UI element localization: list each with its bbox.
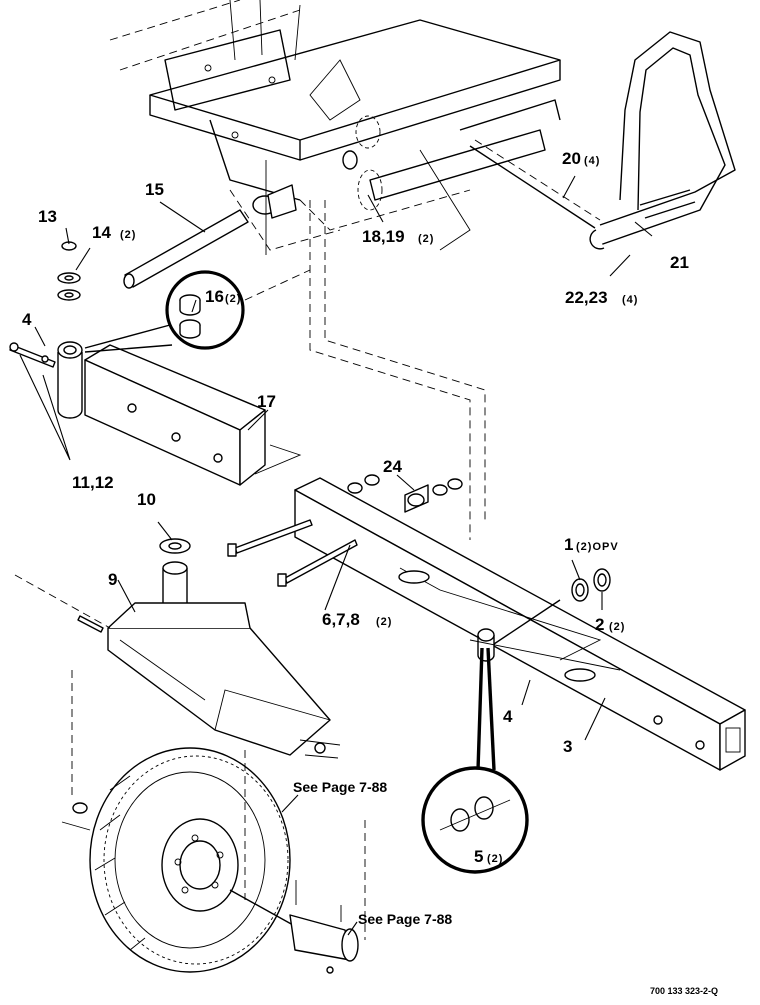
callout-10: 10	[137, 490, 156, 509]
baler-frame	[109, 0, 561, 301]
callout-6-7-8: 6,7,8	[322, 610, 360, 629]
mounting-bolts	[227, 474, 463, 587]
callout-15: 15	[145, 180, 164, 199]
page-references: See Page 7-88 See Page 7-88 700 133 323-…	[293, 779, 718, 996]
drawing-number: 700 133 323-2-Q	[650, 986, 718, 996]
axle-tube	[294, 477, 746, 771]
callout-1-qty: (2)OPV	[576, 541, 619, 553]
callout-24: 24	[383, 457, 402, 476]
callout-9: 9	[108, 570, 117, 589]
callout-5: 5	[474, 847, 483, 866]
callout-18-19-qty: (2)	[418, 233, 434, 245]
wheel-assembly	[61, 670, 366, 974]
callout-18-19: 18,19	[362, 227, 405, 246]
callout-6-7-8-qty: (2)	[376, 616, 392, 628]
callout-14: 14	[92, 223, 111, 242]
bushing-detail	[84, 270, 245, 353]
callout-22-23-qty: (4)	[622, 294, 638, 306]
callout-17: 17	[257, 392, 276, 411]
callout-14-qty: (2)	[120, 229, 136, 241]
pivot-pin	[123, 160, 297, 289]
callout-20-qty: (4)	[584, 155, 600, 167]
leader-lines	[19, 175, 653, 936]
callout-4-upper: 4	[22, 310, 32, 329]
caster-spindle	[14, 538, 341, 759]
callout-20: 20	[562, 149, 581, 168]
callout-21: 21	[670, 253, 689, 272]
callout-13: 13	[38, 207, 57, 226]
callout-16: 16	[205, 287, 224, 306]
hardware-bolt-nut	[9, 342, 56, 368]
callout-labels: 15 13 14 (2) 16 (2) 4 17 11,12 10 9 24 1…	[22, 149, 689, 866]
callout-16-qty: (2)	[225, 293, 241, 305]
washer-stack	[57, 241, 81, 301]
callout-2-qty: (2)	[609, 621, 625, 633]
see-page-reference-upper: See Page 7-88	[293, 779, 387, 795]
handle	[469, 31, 736, 250]
tongue-assembly	[57, 341, 302, 486]
spacer-detail	[421, 647, 529, 874]
callout-22-23: 22,23	[565, 288, 608, 307]
callout-3: 3	[563, 737, 572, 756]
callout-11-12: 11,12	[72, 473, 114, 492]
callout-5-qty: (2)	[487, 853, 503, 865]
callout-1: 1	[564, 535, 573, 554]
see-page-reference-lower: See Page 7-88	[358, 911, 452, 927]
callout-2: 2	[595, 615, 604, 634]
callout-4-lower: 4	[503, 707, 513, 726]
